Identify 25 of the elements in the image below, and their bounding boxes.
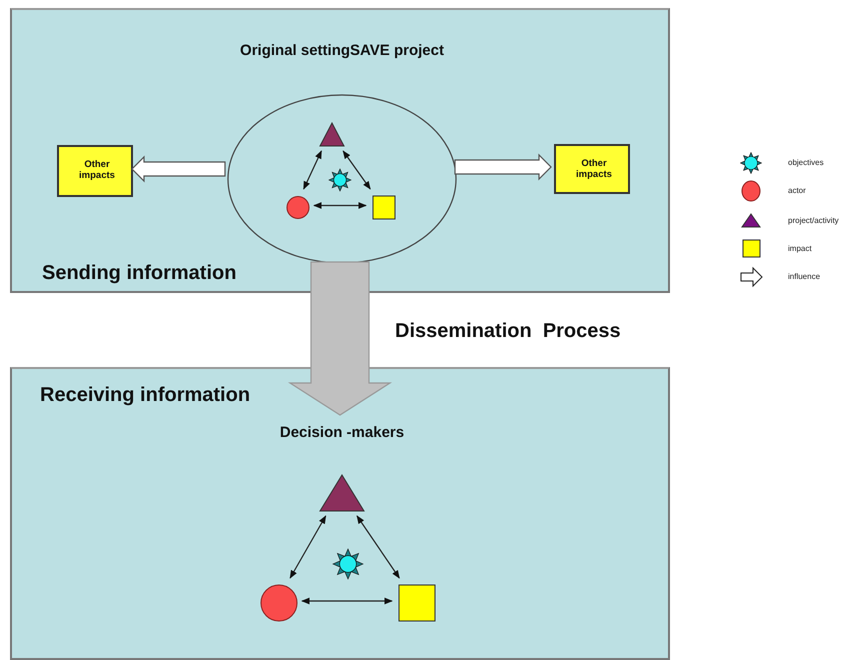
star-symbol [328, 168, 352, 192]
square-symbol [398, 584, 436, 622]
edge-label: Dissemination Process [395, 320, 621, 343]
triangle-symbol [319, 122, 345, 147]
ellipse-shape [227, 94, 457, 264]
star-symbol [332, 548, 364, 580]
panel [10, 367, 670, 660]
legend-label: impact [788, 244, 812, 253]
circle-symbol [260, 584, 298, 622]
legend-label: influence [788, 272, 820, 281]
impact-box [57, 145, 133, 197]
section-heading: Receiving information [40, 384, 250, 407]
panel-title: Decision -makers [278, 424, 406, 441]
legend-label: objectives [788, 158, 824, 167]
panel-title: Original settingSAVE project [239, 42, 445, 59]
box-label: Other impacts [78, 159, 116, 181]
box-label: Other impacts [575, 158, 613, 180]
panel [10, 8, 670, 293]
legend-label: project/activity [788, 216, 839, 225]
legend-label: actor [788, 186, 806, 195]
impact-box [554, 144, 630, 194]
section-heading: Sending information [42, 262, 236, 285]
square-symbol [372, 195, 396, 220]
triangle-symbol [319, 474, 365, 512]
circle-symbol [286, 195, 310, 220]
